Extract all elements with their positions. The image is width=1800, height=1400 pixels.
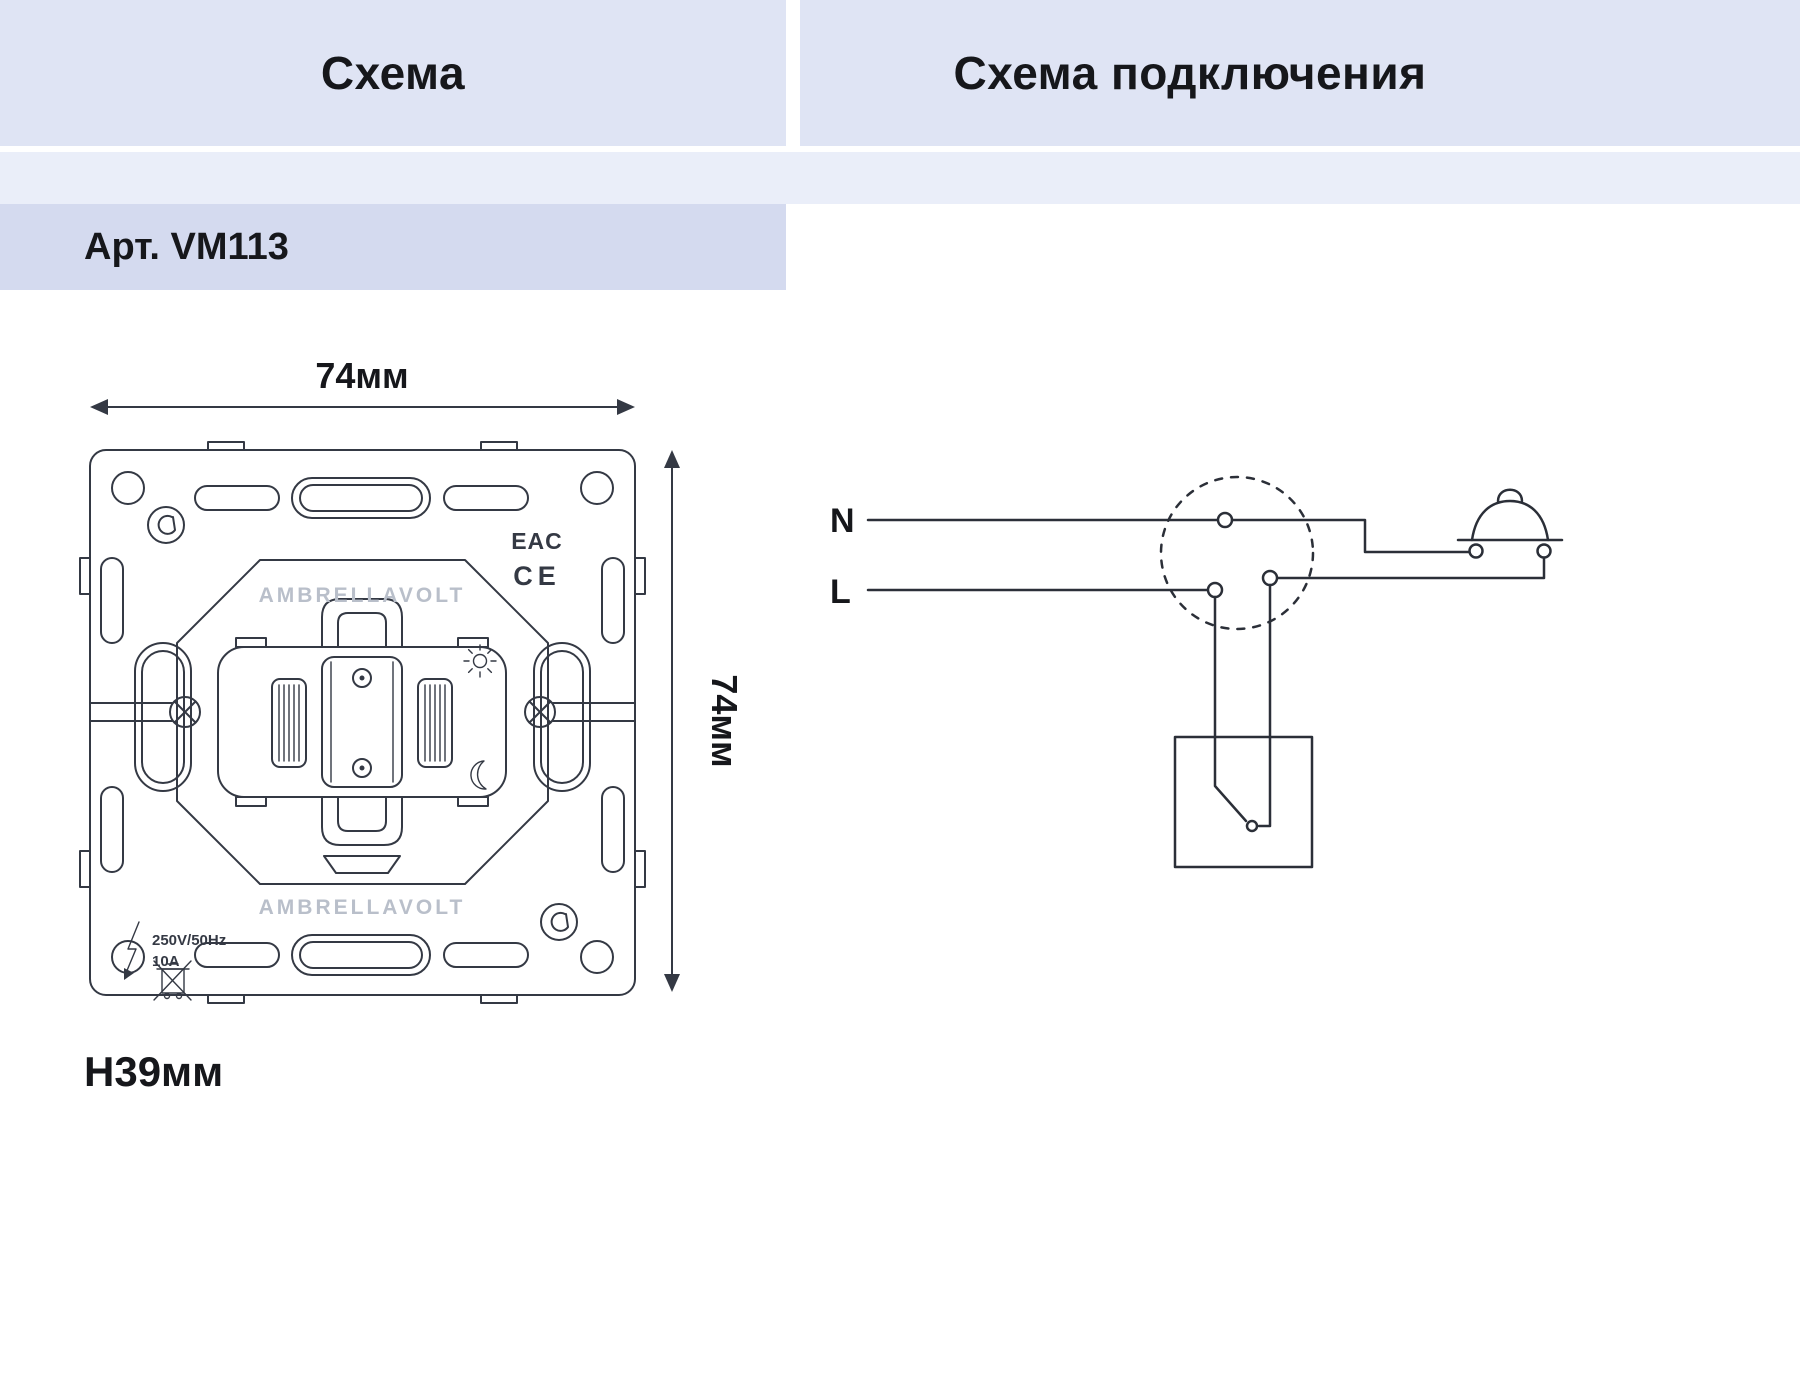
width-dimension-arrow [90,399,635,415]
claw-screw-left [169,696,201,728]
switch-box [1173,735,1314,869]
neutral-label: N [830,502,855,540]
scheme-header-band: Схема [0,0,786,146]
brand-text-bottom: AMBRELLAVOLT [259,896,466,919]
wiring-diagram: N L [830,475,1564,869]
sun-icon [463,644,497,678]
rating-current: 10A [152,953,180,970]
brand-logo-mark-bottom [540,903,578,941]
weee-bin-icon [153,960,192,1001]
connection-title-wrap: Схема подключения [800,46,1580,100]
height-dimension-label: 74мм [704,674,745,767]
eac-mark: EAC [511,528,563,554]
terminal-n [1216,511,1234,529]
divider-band [0,152,1800,204]
mounting-strap [79,441,646,1004]
claw-screw-right [524,696,556,728]
article-band: Арт. VM113 [0,204,786,290]
lamp-icon [1456,488,1564,559]
height-dimension-arrow [664,450,680,992]
mechanism-drawing: 74мм 74мм [79,355,745,1004]
switch-module [217,598,507,874]
lightning-icon [124,921,140,980]
switch-symbol [1213,735,1272,833]
connection-header-band: Схема подключения [800,0,1800,146]
junction-box-circle [1159,475,1315,631]
line-label: L [830,573,851,611]
brand-logo-mark-top [147,506,185,544]
width-dimension-label: 74мм [315,355,408,396]
connection-scheme-title: Схема подключения [953,47,1427,99]
moon-icon [470,760,487,790]
terminal-switched [1261,569,1279,587]
switched-live-wire [1275,556,1546,580]
ce-mark: CE [513,561,561,591]
rating-voltage: 250V/50Hz [152,932,226,949]
depth-label: H39мм [84,1048,224,1095]
article-number: Арт. VM113 [84,225,289,268]
terminal-l [1206,581,1224,599]
scheme-title: Схема [320,47,466,99]
brand-text-top: AMBRELLAVOLT [259,584,466,607]
neutral-wire-to-lamp [1230,518,1471,554]
